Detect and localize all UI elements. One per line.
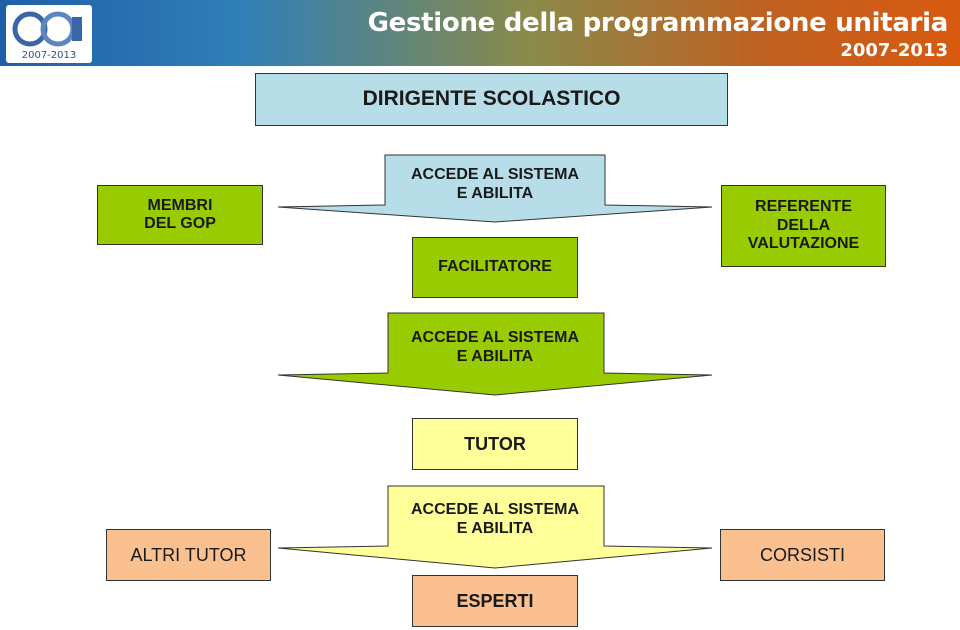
arrow-label-2: ACCEDE AL SISTEMA E ABILITA: [410, 329, 579, 366]
facilitatore-box: FACILITATORE: [412, 237, 578, 298]
altri-tutor-label: ALTRI TUTOR: [130, 544, 247, 565]
tutor-box: TUTOR: [412, 418, 578, 470]
referente-label: REFERENTE DELLA VALUTAZIONE: [747, 198, 860, 253]
dirigente-box: DIRIGENTE SCOLASTICO: [255, 73, 728, 126]
membri-gop-box: MEMBRI DEL GOP: [97, 185, 263, 245]
facilitatore-label: FACILITATORE: [438, 258, 552, 276]
logo-years: 2007-2013: [21, 50, 77, 61]
banner-title: Gestione della programmazione unitaria: [367, 8, 949, 38]
banner-years: 2007-2013: [840, 40, 948, 61]
dirigente-label: DIRIGENTE SCOLASTICO: [362, 87, 621, 111]
esperti-box: ESPERTI: [412, 575, 578, 627]
membri-gop-label: MEMBRI DEL GOP: [144, 196, 216, 232]
header-banner: 2007-2013 Gestione della programmazione …: [0, 0, 960, 66]
logo: 2007-2013: [6, 5, 92, 63]
arrow-shape-1: [277, 154, 713, 223]
altri-tutor-box: ALTRI TUTOR: [106, 529, 271, 581]
corsisti-label: CORSISTI: [759, 544, 845, 565]
esperti-label: ESPERTI: [456, 590, 534, 611]
arrow-shape-3: [277, 485, 713, 569]
tutor-label: TUTOR: [464, 433, 526, 454]
arrow-shape-2: [277, 312, 713, 396]
arrow-label-3: ACCEDE AL SISTEMA E ABILITA: [410, 501, 579, 538]
corsisti-box: CORSISTI: [720, 529, 885, 581]
logo-rings-icon: [12, 11, 82, 47]
arrow-label-1: ACCEDE AL SISTEMA E ABILITA: [410, 166, 579, 203]
referente-box: REFERENTE DELLA VALUTAZIONE: [721, 185, 886, 267]
